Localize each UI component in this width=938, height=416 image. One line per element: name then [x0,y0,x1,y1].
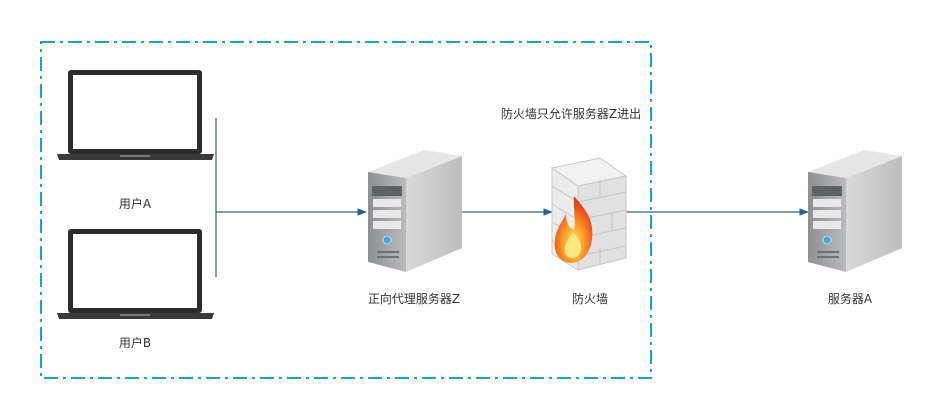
label-server-a: 服务器A [828,291,873,306]
laptop-icon [57,229,214,319]
server-icon [808,150,902,272]
server-icon [368,150,462,272]
label-proxy-server: 正向代理服务器Z [368,291,460,306]
label-user-b: 用户B [119,335,151,350]
boundary-box [40,41,652,379]
label-firewall: 防火墙 [572,291,608,306]
firewall-note: 防火墙只允许服务器Z进出 [501,106,641,121]
firewall-icon [550,157,628,271]
label-user-a: 用户A [119,196,152,211]
laptop-icon [57,70,214,160]
